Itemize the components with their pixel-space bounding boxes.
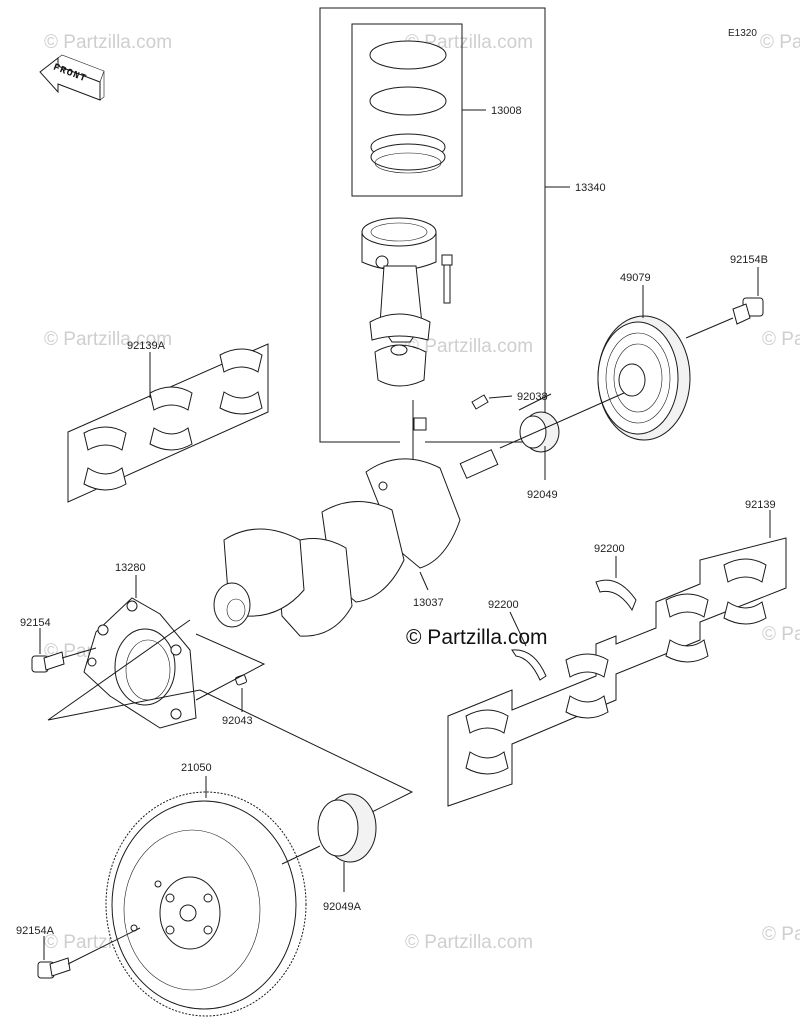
- part-label-92139: 92139: [745, 499, 776, 511]
- part-label-13340: 13340: [575, 182, 606, 194]
- watermark: © Partzilla.com: [762, 924, 800, 945]
- part-92139: 92139: [447, 499, 787, 807]
- part-92038: 92038: [471, 391, 548, 410]
- part-label-92154B: 92154B: [730, 254, 768, 266]
- diagram-code: E1320: [728, 28, 757, 39]
- part-label-13280: 13280: [115, 562, 146, 574]
- watermark: © Partzilla.com: [44, 329, 172, 350]
- part-label-13008: 13008: [491, 105, 522, 117]
- part-92049A: 92049A: [281, 793, 377, 913]
- part-label-92200-lower: 92200: [488, 599, 519, 611]
- part-label-92038: 92038: [517, 391, 548, 403]
- part-92043: 92043: [195, 633, 266, 727]
- part-label-92043: 92043: [222, 715, 253, 727]
- watermark: © Partzilla.com: [760, 32, 800, 53]
- part-13037-crankshaft: 13037: [213, 400, 499, 637]
- part-21050-flywheel: 21050: [105, 762, 307, 1017]
- watermark: © Partzilla.com: [405, 932, 533, 953]
- part-label-49079: 49079: [620, 272, 651, 284]
- part-92154B: 92154B: [685, 254, 768, 339]
- part-92200-lower: 92200: [488, 599, 547, 681]
- piston-conrod: [361, 217, 453, 431]
- part-49079-pulley: 49079: [499, 272, 691, 449]
- part-label-92200-upper: 92200: [594, 543, 625, 555]
- part-label-92154A: 92154A: [16, 925, 55, 937]
- part-92154A: 92154A: [16, 925, 141, 979]
- part-label-21050: 21050: [181, 762, 212, 774]
- part-label-92139A: 92139A: [127, 340, 166, 352]
- part-92154: 92154: [20, 617, 97, 673]
- part-label-92049: 92049: [527, 489, 558, 501]
- part-92049: 92049: [518, 393, 560, 501]
- watermark: © Partzilla.com: [44, 32, 172, 53]
- watermark: © Partzilla.com: [405, 336, 533, 357]
- part-92139A: 92139A: [67, 340, 269, 503]
- piston-ring-set: 13008: [351, 23, 522, 197]
- piston-assembly-frame: 13340: [319, 7, 606, 443]
- part-92200-upper: 92200: [594, 543, 637, 612]
- part-13280: 13280: [83, 562, 197, 729]
- watermark: © Partzilla.com: [762, 329, 800, 350]
- part-label-13037: 13037: [413, 597, 444, 609]
- assembly-leader: [47, 619, 414, 813]
- part-label-92154: 92154: [20, 617, 51, 629]
- brand-label: © Partzilla.com: [406, 626, 548, 649]
- part-label-92049A: 92049A: [323, 901, 362, 913]
- watermark: © Partzilla.com: [762, 624, 800, 645]
- front-arrow-icon: FRONT: [39, 54, 105, 101]
